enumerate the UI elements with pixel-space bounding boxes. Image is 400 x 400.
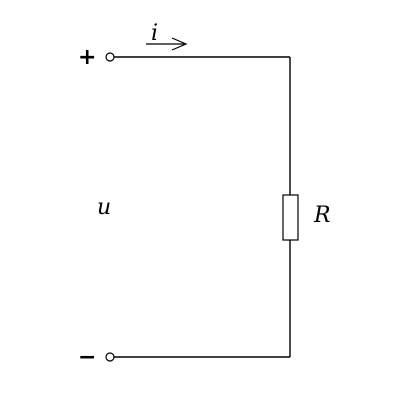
negative-terminal: [105, 352, 115, 362]
current-arrow-icon: [146, 37, 188, 51]
positive-terminal-label: +: [78, 45, 96, 70]
resistor: [282, 194, 299, 241]
resistor-label: R: [313, 203, 331, 228]
current-label: i: [151, 21, 158, 46]
negative-terminal-label: −: [78, 345, 96, 370]
voltage-label: u: [97, 195, 111, 220]
positive-terminal: [105, 52, 115, 62]
